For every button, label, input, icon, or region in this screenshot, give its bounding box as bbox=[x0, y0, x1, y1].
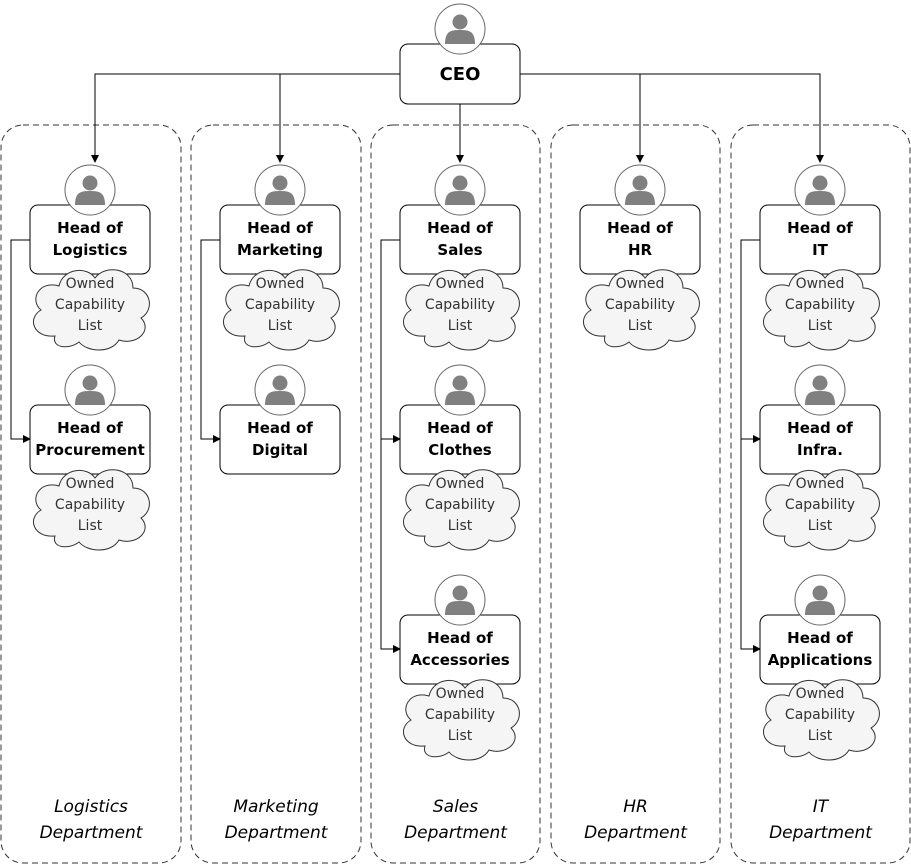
person-icon-digital bbox=[254, 364, 306, 416]
ceo-label: CEO bbox=[440, 64, 481, 85]
department-container-hr bbox=[550, 124, 721, 864]
person-icon-sales bbox=[434, 164, 486, 216]
person-icon-accessories bbox=[434, 574, 486, 626]
connector-sales-accessories bbox=[380, 439, 401, 653]
person-icon-hr bbox=[614, 164, 666, 216]
person-icon-it bbox=[794, 164, 846, 216]
department-container-marketing bbox=[190, 124, 362, 864]
person-icon-procurement bbox=[64, 364, 116, 416]
person-icon-infra bbox=[794, 364, 846, 416]
person-icon-applications bbox=[794, 574, 846, 626]
connector-ceo-it bbox=[520, 73, 824, 163]
connector-sales-clothes bbox=[380, 239, 401, 443]
connector-ceo-logistics bbox=[91, 73, 400, 163]
connector-marketing-digital bbox=[200, 239, 221, 443]
person-icon-logistics bbox=[64, 164, 116, 216]
ceo-person-icon bbox=[434, 3, 486, 55]
connector-it-infra bbox=[740, 239, 761, 443]
connector-it-applications bbox=[740, 439, 761, 653]
department-container-sales bbox=[370, 124, 541, 864]
department-container-it bbox=[730, 124, 911, 864]
person-icon-marketing bbox=[254, 164, 306, 216]
person-icon-clothes bbox=[434, 364, 486, 416]
connector-logistics-procurement bbox=[10, 239, 31, 443]
